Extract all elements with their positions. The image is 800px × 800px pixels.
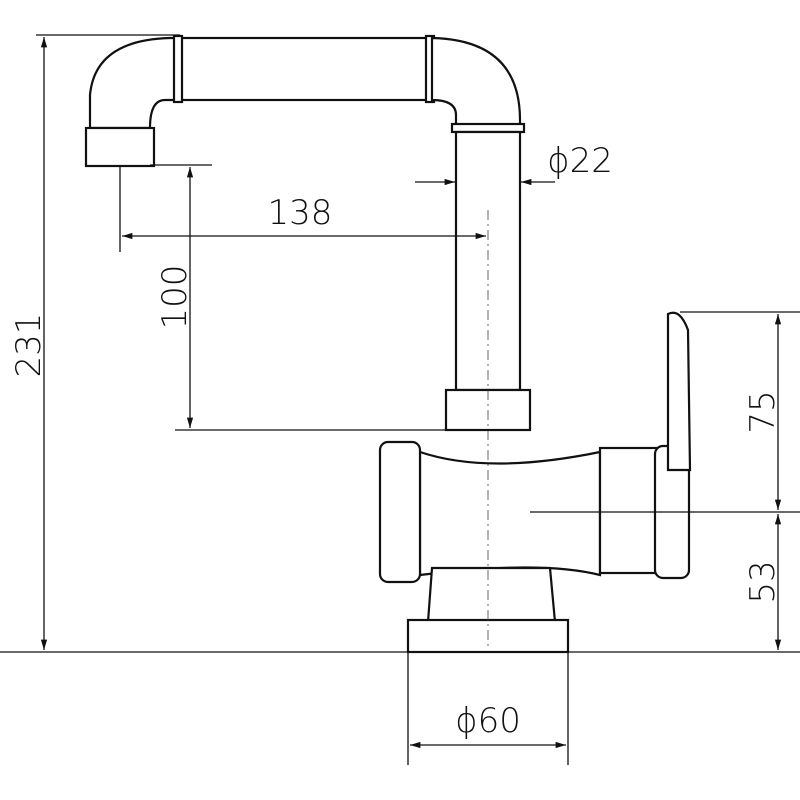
- spout-right-elbow: [430, 36, 522, 132]
- dimension-spout-reach: 138: [119, 165, 486, 252]
- dimension-spout-clearance: 100: [150, 164, 490, 431]
- base-stem: [426, 566, 557, 624]
- dimension-handle: 75 53: [530, 311, 800, 650]
- cartridge-housing: [598, 446, 662, 575]
- lever-handle: [666, 311, 692, 472]
- spout-horizontal-tube: [178, 36, 432, 102]
- dimension-total-height: 231: [9, 34, 180, 650]
- spout-nozzle: [84, 126, 156, 168]
- dim-label-phi22: ϕ22: [547, 141, 613, 181]
- dim-label-231: 231: [9, 313, 49, 378]
- body-cylinder: [418, 450, 602, 577]
- dim-label-100: 100: [155, 265, 195, 330]
- dim-label-phi60: ϕ60: [455, 701, 521, 741]
- dim-label-138: 138: [268, 193, 333, 233]
- body-end-cap-left: [378, 440, 422, 584]
- dim-label-75: 75: [743, 390, 783, 433]
- spout-left-elbow: [88, 36, 182, 130]
- dimension-base-diameter: ϕ60: [407, 652, 569, 765]
- faucet: [84, 34, 692, 654]
- dim-label-53: 53: [743, 560, 783, 603]
- vertical-ring: [450, 122, 526, 134]
- dimension-tube-diameter: ϕ22: [415, 141, 613, 186]
- spout-ring-left: [172, 34, 184, 104]
- vertical-tube: [454, 130, 522, 392]
